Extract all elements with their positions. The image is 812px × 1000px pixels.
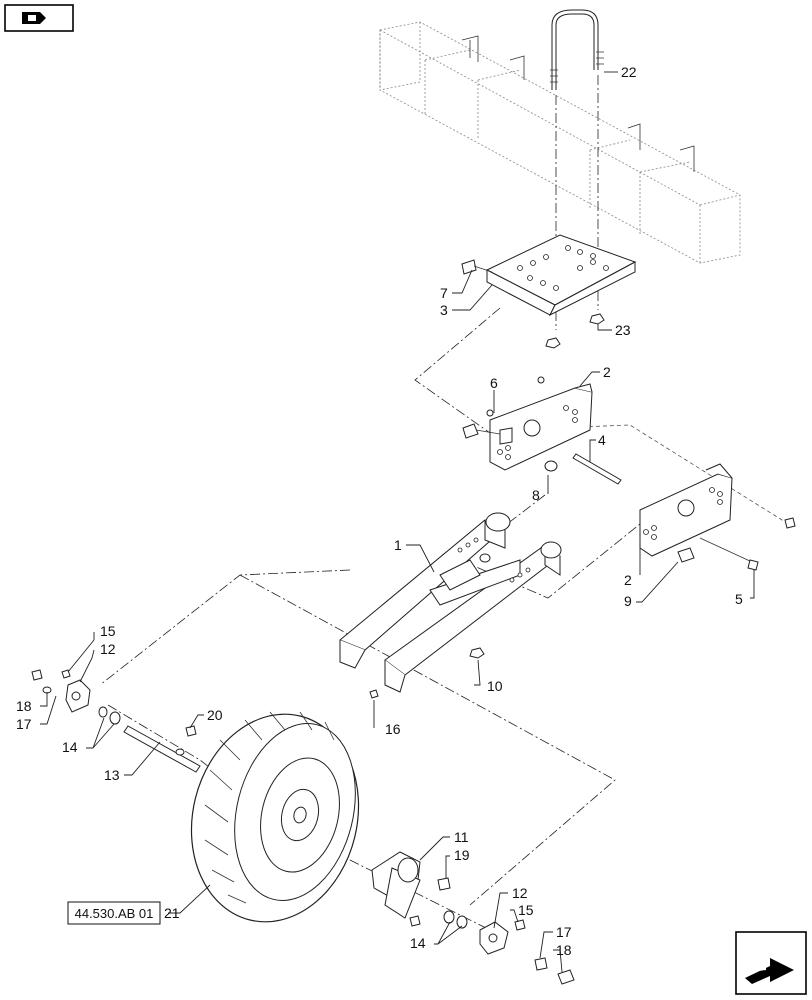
callout-5: 5: [735, 591, 743, 607]
reference-label: 44.530.AB 01: [75, 906, 154, 921]
main-arm: [339, 512, 562, 693]
callout-6: 6: [490, 375, 498, 391]
callout-14-left: 14: [62, 739, 78, 755]
nut-23: [545, 313, 605, 349]
pivot-pin: [572, 453, 622, 485]
assembly-line: [99, 569, 351, 686]
assembly-line: [414, 307, 501, 441]
leader-lines: [40, 71, 755, 973]
callout-20: 20: [207, 707, 223, 723]
callout-2-lower: 2: [624, 572, 632, 588]
callout-18-left: 18: [16, 698, 32, 714]
callout-11: 11: [454, 829, 469, 845]
nut-16: [369, 689, 379, 699]
ubolt-axis: [555, 75, 599, 330]
callout-labels: 22 7 3 23 6 2 4 8 1 2 9 5 15 12 18 17 10…: [16, 64, 743, 958]
bolt-far-right: [784, 517, 796, 529]
pivot-bracket-upper: [489, 383, 593, 471]
wheel-tire: [190, 711, 360, 923]
nut-10: [469, 647, 485, 659]
spindle-left: [31, 669, 121, 725]
callout-17-left: 17: [16, 716, 32, 732]
callout-23: 23: [615, 322, 631, 338]
pivot-bracket-lower: [639, 463, 733, 557]
bolt-7: [461, 259, 493, 275]
callout-15-left: 15: [100, 623, 116, 639]
next-arrow-icon[interactable]: [735, 931, 807, 995]
callout-8: 8: [532, 487, 540, 503]
reference-box[interactable]: 44.530.AB 01: [67, 901, 161, 925]
callout-13: 13: [104, 767, 120, 783]
callout-10: 10: [487, 678, 503, 694]
assembly-line: [239, 574, 616, 906]
bolt-5: [699, 537, 759, 571]
bolt-9: [677, 547, 695, 563]
callout-17-right: 17: [556, 924, 572, 940]
callout-21: 21: [164, 905, 180, 921]
mounting-plate: [485, 234, 637, 317]
u-bolt: [550, 9, 604, 90]
book-icon[interactable]: [4, 4, 74, 32]
callout-4: 4: [598, 432, 606, 448]
assembly-line: [459, 494, 646, 599]
bolt-20: [185, 725, 197, 737]
callout-12-left: 12: [100, 641, 116, 657]
callout-15-right: 15: [518, 902, 534, 918]
callout-16: 16: [385, 721, 401, 737]
axle-shaft: [123, 725, 201, 773]
callout-19: 19: [454, 847, 470, 863]
callout-14-right: 14: [410, 935, 426, 951]
hub-right: [371, 851, 451, 919]
callout-22: 22: [621, 64, 637, 80]
bushing-8: [544, 460, 558, 472]
callout-7: 7: [440, 285, 448, 301]
bolt-6: [462, 376, 545, 439]
callout-2-upper: 2: [603, 364, 611, 380]
callout-1: 1: [394, 537, 402, 553]
spindle-right: [409, 910, 575, 985]
callout-9: 9: [624, 593, 632, 609]
frame-tube: [379, 21, 741, 264]
callout-3: 3: [440, 302, 448, 318]
callout-18-right: 18: [556, 942, 572, 958]
callout-12-right: 12: [512, 885, 528, 901]
